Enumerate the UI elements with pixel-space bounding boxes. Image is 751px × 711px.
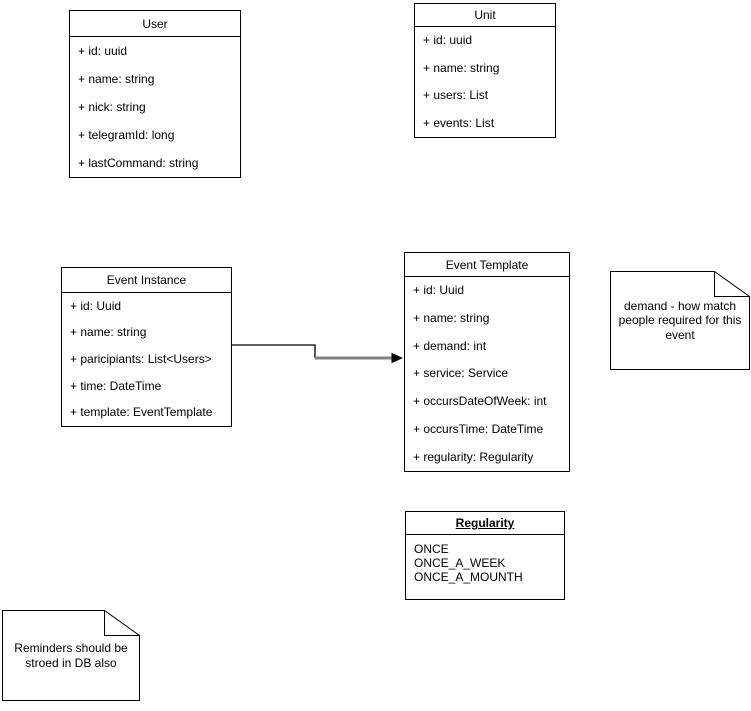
class-unit-attributes: + id: uuid + name: string + users: List … bbox=[415, 27, 555, 137]
attribute-row: + occursDateOfWeek: int bbox=[413, 394, 547, 409]
attribute-row: + id: Uuid bbox=[70, 298, 122, 313]
note-demand[interactable]: demand - how match people required for t… bbox=[610, 271, 750, 370]
attribute-row: + lastCommand: string bbox=[78, 155, 199, 170]
attribute-row: + regularity: Regularity bbox=[413, 449, 534, 464]
class-unit[interactable]: Unit + id: uuid + name: string + users: … bbox=[414, 3, 556, 138]
attribute-row: + name: string bbox=[70, 325, 147, 340]
connector-line-segment bbox=[232, 344, 316, 358]
enum-regularity[interactable]: Regularity ONCE ONCE_A_WEEK ONCE_A_MOUNT… bbox=[405, 511, 565, 600]
class-event-instance-attributes: + id: Uuid + name: string + paricipiants… bbox=[62, 293, 231, 426]
enum-value-row: ONCE_A_MOUNTH bbox=[414, 570, 523, 584]
attribute-row: + users: List bbox=[423, 88, 489, 103]
note-fold-corner bbox=[714, 271, 750, 297]
class-event-instance[interactable]: Event Instance + id: Uuid + name: string… bbox=[61, 267, 232, 427]
attribute-row: + name: string bbox=[78, 71, 155, 86]
class-event-template-title: Event Template bbox=[405, 253, 569, 277]
class-user[interactable]: User + id: uuid + name: string + nick: s… bbox=[69, 10, 241, 178]
class-user-title: User bbox=[70, 11, 240, 37]
note-shape bbox=[2, 610, 140, 701]
class-event-template-attributes: + id: Uuid + name: string + demand: int … bbox=[405, 277, 569, 471]
class-event-instance-title: Event Instance bbox=[62, 268, 231, 293]
attribute-row: + id: Uuid bbox=[413, 283, 465, 298]
attribute-row: + name: string bbox=[423, 60, 500, 75]
enum-value-row: ONCE_A_WEEK bbox=[414, 556, 506, 570]
attribute-row: + paricipiants: List<Users> bbox=[70, 351, 212, 366]
attribute-row: + id: uuid bbox=[423, 33, 473, 48]
enum-regularity-values: ONCE ONCE_A_WEEK ONCE_A_MOUNTH bbox=[406, 535, 564, 584]
note-demand-text: demand - how match people required for t… bbox=[618, 298, 742, 342]
attribute-row: + nick: string bbox=[78, 99, 146, 114]
attribute-row: + service: Service bbox=[413, 366, 509, 381]
enum-value-row: ONCE bbox=[414, 542, 449, 556]
note-fold-corner bbox=[104, 610, 140, 636]
attribute-row: + telegramId: long bbox=[78, 127, 175, 142]
class-unit-title: Unit bbox=[415, 4, 555, 27]
attribute-row: + template: EventTemplate bbox=[70, 405, 213, 420]
note-shape bbox=[610, 271, 750, 370]
arrowhead-icon bbox=[391, 352, 403, 364]
class-event-template[interactable]: Event Template + id: Uuid + name: string… bbox=[404, 252, 570, 472]
attribute-row: + events: List bbox=[423, 115, 495, 130]
attribute-row: + name: string bbox=[413, 311, 490, 326]
note-reminders[interactable]: Reminders should be stroed in DB also bbox=[2, 610, 140, 701]
attribute-row: + time: DateTime bbox=[70, 378, 162, 393]
note-reminders-text: Reminders should be stroed in DB also bbox=[14, 641, 128, 670]
attribute-row: + demand: int bbox=[413, 338, 487, 353]
enum-regularity-title: Regularity bbox=[406, 512, 564, 535]
attribute-row: + occursTime: DateTime bbox=[413, 421, 544, 436]
attribute-row: + id: uuid bbox=[78, 43, 128, 58]
class-user-attributes: + id: uuid + name: string + nick: string… bbox=[70, 37, 240, 177]
